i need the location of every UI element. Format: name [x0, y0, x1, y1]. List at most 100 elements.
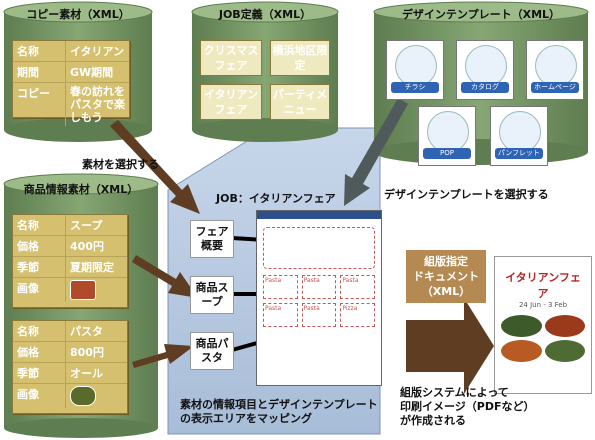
template-pamphlet: パンフレット — [490, 106, 548, 166]
product-note-pasta: 名称 パスタ 価格 800円 季節 オール 画像 — [12, 320, 128, 414]
poster-food-grid — [501, 315, 585, 362]
typeset-doc-line3: （XML） — [421, 285, 471, 298]
product-value: パスタ — [70, 325, 103, 338]
product-row: 季節 オール — [13, 363, 127, 384]
mapping-box: 商品パスタ — [190, 332, 234, 370]
copy-row-copy: コピー 春の訪れをパスタで楽しもう — [13, 83, 129, 126]
arrow-pasta-to-job — [132, 344, 194, 368]
arrow-to-output — [406, 298, 494, 394]
product-key: 価格 — [13, 342, 66, 362]
preview-menu-cell: Pasta — [340, 275, 375, 299]
mapping-caption-line1: 素材の情報項目とデザインテンプレート — [180, 398, 378, 411]
preview-menu-cell: Pizza — [340, 303, 375, 327]
product-key: 季節 — [13, 363, 66, 383]
template-label: POP — [423, 148, 471, 159]
copy-row-period: 期間 GW期間 — [13, 62, 129, 83]
soup-image — [70, 280, 96, 300]
job-definition-title: JOB定義（XML） — [218, 8, 312, 21]
copy-key: コピー — [13, 83, 66, 126]
preview-menu-cell: Pasta — [301, 275, 337, 299]
product-key: 画像 — [13, 384, 66, 408]
preview-header-area — [263, 227, 375, 269]
product-value: 夏期限定 — [70, 261, 114, 274]
product-key: 価格 — [13, 236, 66, 256]
product-key: 季節 — [13, 257, 66, 277]
template-homepage: ホームページ — [526, 40, 584, 100]
preview-menu-cell: Pasta — [301, 303, 337, 327]
arrow-template-to-job — [344, 98, 408, 206]
design-templates-title: デザインテンプレート（XML） — [401, 8, 561, 21]
product-image-cell — [66, 384, 127, 408]
food-image — [544, 315, 585, 337]
mapping-box: フェア概要 — [190, 220, 234, 258]
template-label: チラシ — [391, 82, 439, 93]
product-row: 名称 スープ — [13, 215, 127, 236]
preview-menu-cell: Pasta — [263, 275, 298, 299]
template-thumbnail — [499, 111, 541, 153]
copy-key: 期間 — [13, 62, 66, 82]
product-value: スープ — [70, 219, 103, 232]
typeset-doc-line2: ドキュメント — [413, 270, 479, 283]
template-label: ホームページ — [531, 82, 579, 93]
typeset-doc-line1: 組版指定 — [424, 255, 468, 268]
mapping-box: 商品スープ — [190, 276, 234, 314]
copy-value: 春の訪れをパスタで楽しもう — [70, 85, 125, 124]
product-material-title: 商品情報素材（XML） — [23, 183, 139, 196]
template-label: カタログ — [461, 82, 509, 93]
template-thumbnail — [395, 45, 437, 87]
food-image — [544, 340, 585, 362]
output-caption-line1: 組版システムによって — [400, 386, 509, 399]
product-row: 価格 800円 — [13, 342, 127, 363]
mapping-box-label: フェア概要 — [195, 225, 229, 252]
mapping-box-label: 商品パスタ — [195, 337, 229, 364]
job-item: 横浜地区限定 — [270, 40, 330, 76]
select-material-caption: 素材を選択する — [82, 158, 159, 171]
food-image — [501, 340, 542, 362]
template-catalog: カタログ — [456, 40, 514, 100]
product-row: 名称 パスタ — [13, 321, 127, 342]
product-key: 名称 — [13, 321, 66, 341]
template-pop: POP — [418, 106, 476, 166]
typeset-doc-label: 組版指定 ドキュメント （XML） — [406, 250, 486, 303]
product-row: 画像 — [13, 384, 127, 408]
food-image — [501, 315, 542, 337]
product-value: 800円 — [70, 346, 104, 359]
product-row: 季節 夏期限定 — [13, 257, 127, 278]
job-item: クリスマスフェア — [200, 40, 262, 76]
product-row: 画像 — [13, 278, 127, 302]
copy-value: イタリアン — [70, 45, 125, 58]
copy-material-title: コピー素材（XML） — [26, 8, 130, 21]
product-note-soup: 名称 スープ 価格 400円 季節 夏期限定 画像 — [12, 214, 128, 308]
poster-title: イタリアンフェア — [505, 271, 581, 300]
arrow-soup-to-job — [132, 255, 198, 298]
template-thumbnail — [427, 111, 469, 153]
job-item: パーティメニュー — [270, 84, 330, 120]
template-label: パンフレット — [495, 148, 543, 159]
copy-key: 名称 — [13, 41, 66, 61]
mapping-caption-line2: の表示エリアをマッピング — [180, 412, 312, 425]
product-image-cell — [66, 278, 127, 302]
output-caption-line3: が作成される — [400, 414, 466, 427]
job-item: イタリアンフェア — [200, 84, 262, 120]
copy-material-note: 名称 イタリアン 期間 GW期間 コピー 春の訪れをパスタで楽しもう — [12, 40, 130, 126]
product-value: 400円 — [70, 240, 104, 253]
copy-row-name: 名称 イタリアン — [13, 41, 129, 62]
pasta-image — [70, 386, 96, 406]
output-caption-line2: 印刷イメージ（PDFなど） — [400, 400, 535, 413]
product-row: 価格 400円 — [13, 236, 127, 257]
select-template-caption: デザインテンプレートを選択する — [384, 188, 549, 201]
template-preview-window: Pasta Pasta Pasta Pasta Pasta Pizza — [256, 210, 382, 386]
mapping-box-label: 商品スープ — [195, 281, 229, 308]
poster-dates: 24 Jun - 3 Feb — [518, 301, 568, 309]
arrow-copy-to-job — [110, 120, 200, 214]
preview-menu-grid: Pasta Pasta Pasta Pasta Pasta Pizza — [263, 275, 375, 327]
job-title: JOB：イタリアンフェア — [216, 192, 336, 205]
template-thumbnail — [465, 45, 507, 87]
product-value: オール — [70, 367, 103, 380]
preview-menu-cell: Pasta — [263, 303, 298, 327]
copy-value: GW期間 — [70, 66, 114, 79]
output-poster: イタリアンフェア 24 Jun - 3 Feb — [494, 256, 592, 394]
template-thumbnail — [535, 45, 577, 87]
template-flyer: チラシ — [386, 40, 444, 100]
product-key: 画像 — [13, 278, 66, 302]
